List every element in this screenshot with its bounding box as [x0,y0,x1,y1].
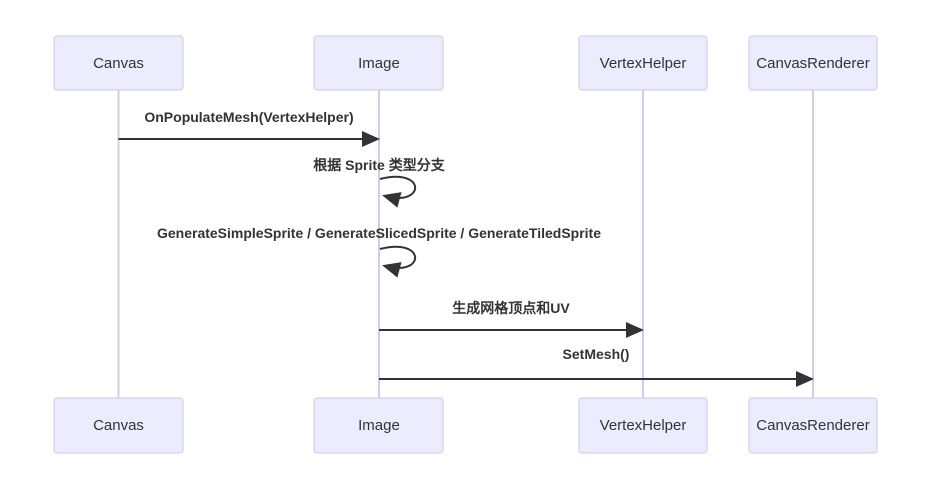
message-label: 根据 Sprite 类型分支 [313,157,445,173]
actor-top-image: Image [313,35,444,91]
actor-top-canvas: Canvas [53,35,184,91]
message-sprite-branch: 根据 Sprite 类型分支 [313,157,446,208]
actor-box [313,35,444,91]
actor-bottom-canvas: Canvas [53,397,184,454]
actor-label: Canvas [93,417,144,434]
actor-bottom-image: Image [313,397,444,454]
actor-label: Canvas [93,55,144,72]
message-onpopulatemesh: OnPopulateMesh(VertexHelper) [118,109,380,147]
actor-label: CanvasRenderer [756,55,869,72]
self-loop-arrow [379,245,417,278]
actor-box [578,35,708,91]
actor-box [578,397,708,454]
message-label: OnPopulateMesh(VertexHelper) [144,109,353,125]
message-label: 生成网格顶点和UV [452,300,570,316]
actor-box [748,35,878,91]
actor-box [313,397,444,454]
actor-label: VertexHelper [600,55,687,72]
actor-label: Image [358,55,400,72]
actor-box [748,397,878,454]
actor-label: CanvasRenderer [756,417,869,434]
actor-bottom-vertexhelper: VertexHelper [578,397,708,454]
message-setmesh: SetMesh() [379,346,814,387]
actor-label: VertexHelper [600,417,687,434]
actor-bottom-canvasrenderer: CanvasRenderer [748,397,878,454]
actor-top-vertexhelper: VertexHelper [578,35,708,91]
message-generate-mesh-uv: 生成网格顶点和UV [379,300,644,338]
actor-box [53,35,184,91]
self-loop-arrow [379,175,417,208]
message-label: GenerateSimpleSprite / GenerateSlicedSpr… [157,225,601,241]
actor-label: Image [358,417,400,434]
actor-top-canvasrenderer: CanvasRenderer [748,35,878,91]
actor-box [53,397,184,454]
message-generate-sprite: GenerateSimpleSprite / GenerateSlicedSpr… [157,225,601,278]
message-label: SetMesh() [563,346,630,362]
